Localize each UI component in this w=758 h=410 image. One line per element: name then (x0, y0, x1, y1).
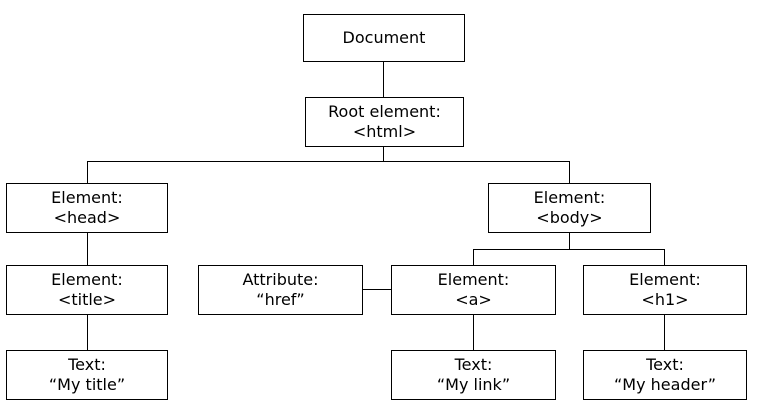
head-element-node-label: Element: (51, 188, 123, 207)
document-node-label: Document (342, 28, 426, 47)
title-element-node-tag: <title> (57, 290, 117, 309)
title-text-node-label: Text: (68, 355, 106, 374)
root-element-node: Root element: <html> (305, 97, 464, 147)
a-element-node-tag: <a> (455, 290, 492, 309)
h1-element-node: Element: <h1> (583, 265, 747, 315)
body-element-node-tag: <body> (536, 208, 603, 227)
head-element-node-tag: <head> (53, 208, 121, 227)
title-text-node-value: “My title” (48, 375, 126, 394)
header-text-node-label: Text: (646, 355, 684, 374)
title-element-node-label: Element: (51, 270, 123, 289)
document-node: Document (303, 14, 465, 62)
href-attribute-node-value: “href” (256, 290, 305, 309)
header-text-node: Text: “My header” (583, 350, 747, 400)
header-text-node-value: “My header” (614, 375, 716, 394)
link-text-node: Text: “My link” (391, 350, 556, 400)
link-text-node-value: “My link” (436, 375, 511, 394)
a-element-node-label: Element: (437, 270, 510, 289)
head-element-node: Element: <head> (6, 183, 168, 233)
h1-element-node-label: Element: (629, 270, 701, 289)
body-element-node-label: Element: (533, 188, 606, 207)
title-element-node: Element: <title> (6, 265, 168, 315)
root-element-node-label: Root element: (328, 102, 441, 121)
a-element-node: Element: <a> (391, 265, 556, 315)
body-element-node: Element: <body> (488, 183, 651, 233)
href-attribute-node: Attribute: “href” (198, 265, 363, 315)
link-text-node-label: Text: (454, 355, 493, 374)
root-element-node-tag: <html> (352, 122, 417, 141)
h1-element-node-tag: <h1> (641, 290, 689, 309)
title-text-node: Text: “My title” (6, 350, 168, 400)
href-attribute-node-label: Attribute: (242, 270, 319, 289)
